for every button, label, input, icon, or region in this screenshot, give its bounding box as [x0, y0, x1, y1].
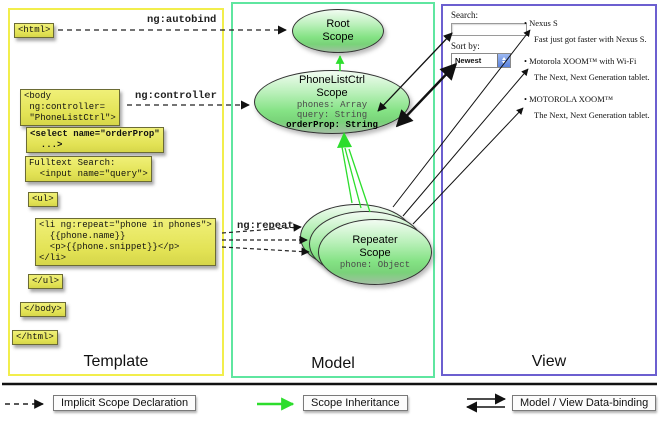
sort-by-label: Sort by:: [451, 41, 480, 51]
legend-scope-inheritance: Scope Inheritance: [303, 395, 408, 411]
phone-title: Nexus S: [529, 18, 558, 28]
code-body-open: <body ng:controller= "PhoneListCtrl">: [20, 89, 120, 126]
repeater-scope-title: Repeater Scope: [352, 234, 398, 259]
repeater-scope-ellipse: Repeater Scope phone: Object: [318, 219, 432, 285]
phone-list-item: • MOTOROLA XOOM™ The Next, Next Generati…: [524, 94, 656, 120]
phone-list-item: • Motorola XOOM™ with Wi-Fi The Next, Ne…: [524, 56, 656, 82]
phone-desc: Fast just got faster with Nexus S.: [534, 34, 647, 44]
search-label: Search:: [451, 10, 478, 20]
root-scope-ellipse: Root Scope: [292, 9, 384, 53]
model-panel-label: Model: [311, 355, 355, 372]
bullet-icon: •: [524, 94, 527, 104]
label-ng-autobind: ng:autobind: [147, 14, 217, 26]
template-panel-label: Template: [83, 353, 149, 370]
code-html-open: <html>: [14, 23, 55, 38]
phone-desc: The Next, Next Generation tablet.: [534, 72, 650, 82]
code-ul-open: <ul>: [28, 192, 58, 207]
legend-implicit-scope-declaration: Implicit Scope Declaration: [53, 395, 197, 411]
prop-phone: phone: Object: [339, 260, 411, 270]
view-panel-label: View: [531, 353, 567, 370]
code-select-orderprop: <select name="orderProp" ...>: [26, 127, 164, 153]
label-ng-repeat: ng:repeat: [237, 220, 294, 232]
prop-orderprop: orderProp: String: [286, 120, 378, 130]
label-ng-controller: ng:controller: [135, 90, 217, 102]
prop-query: query: String: [296, 110, 368, 120]
sort-by-dropdown[interactable]: Newest: [451, 53, 511, 68]
code-fulltext-search: Fulltext Search: <input name="query">: [25, 156, 152, 182]
phone-title: Motorola XOOM™ with Wi-Fi: [529, 56, 637, 66]
phone-list-item: • Nexus S Fast just got faster with Nexu…: [524, 18, 656, 44]
legend-model-view-databinding: Model / View Data-binding: [512, 395, 657, 411]
phone-title: MOTOROLA XOOM™: [529, 94, 614, 104]
code-html-close: </html>: [12, 330, 58, 345]
bullet-icon: •: [524, 56, 527, 66]
dropdown-stepper-icon: [497, 54, 510, 67]
phonelistctrl-scope-title: PhoneListCtrl Scope: [298, 74, 366, 99]
prop-phones: phones: Array: [296, 100, 368, 110]
search-input[interactable]: [451, 23, 527, 36]
model-panel: Model: [231, 2, 435, 378]
phonelistctrl-scope-ellipse: PhoneListCtrl Scope phones: Array query:…: [254, 70, 410, 134]
code-li-repeat: <li ng:repeat="phone in phones"> {{phone…: [35, 218, 216, 266]
sort-by-value: Newest: [455, 56, 482, 65]
code-ul-close: </ul>: [28, 274, 64, 289]
root-scope-title: Root Scope: [322, 18, 354, 43]
phone-desc: The Next, Next Generation tablet.: [534, 110, 650, 120]
code-body-close: </body>: [20, 302, 66, 317]
bullet-icon: •: [524, 18, 527, 28]
